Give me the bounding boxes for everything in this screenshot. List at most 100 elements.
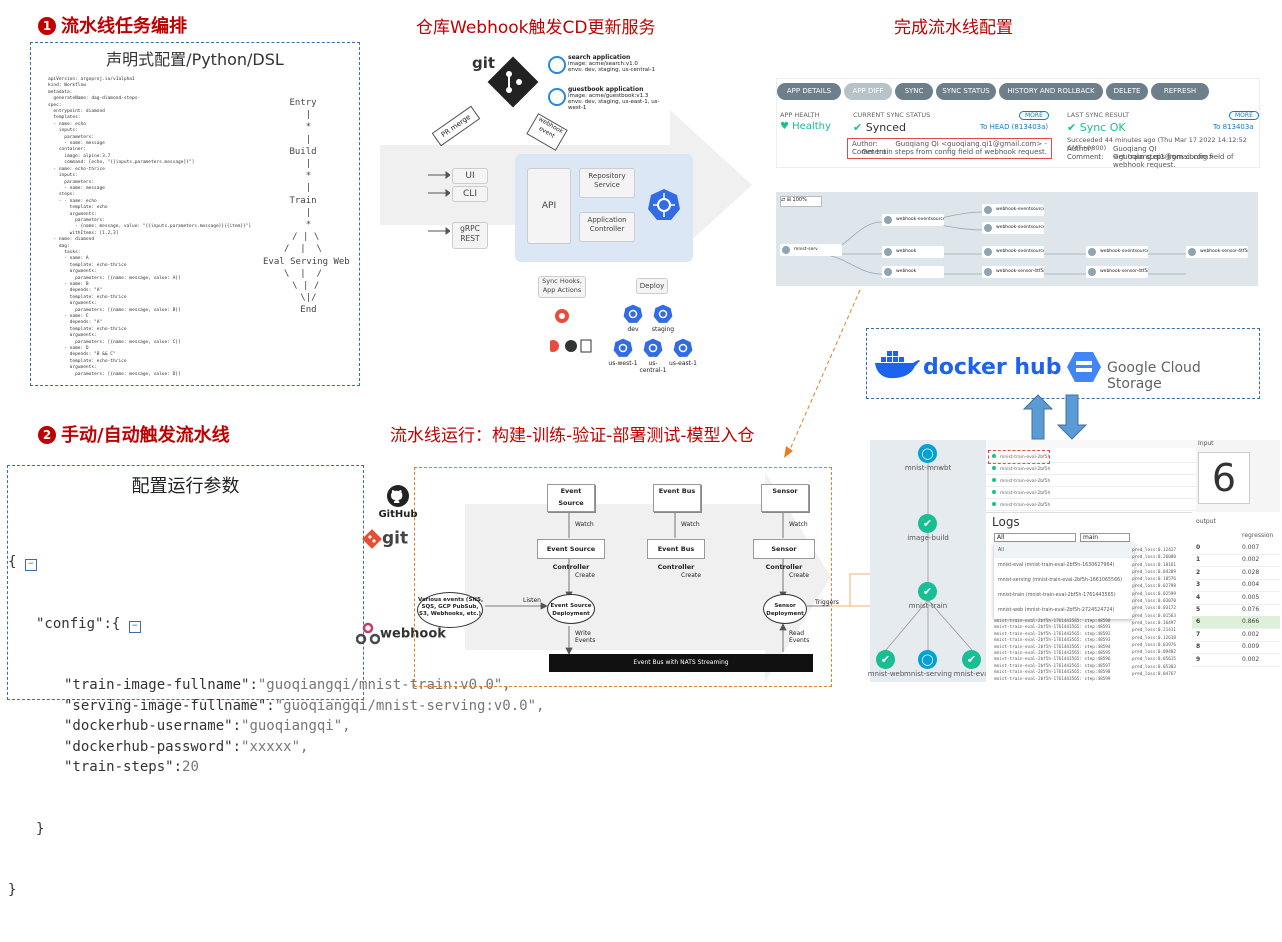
storage-box: docker hub Google Cloud Storage [866,328,1260,399]
workflow-node-mnist-web[interactable]: ✔ [876,650,895,669]
param-value[interactable]: "guoqiangqi/mnist-serving:v0.0", [274,697,545,714]
gcs-label: Google Cloud Storage [1107,360,1201,392]
dag-text: Entry | * | Build | * | Train | * / | \ … [263,98,350,316]
tree-toolbar[interactable]: ⇄ ⊞ 100% [780,196,822,207]
argo-button-app-details[interactable]: APP DETAILS [777,83,841,100]
check-icon: ✔ [922,585,933,598]
logs-title: Logs [992,515,1020,529]
log-option[interactable]: All [994,543,1134,558]
container-filter-select[interactable]: main [1080,533,1130,542]
check-icon: ✔ [880,653,891,666]
workflow-edges [885,460,973,651]
sync-hooks-box: Sync Hooks, App Actions [538,276,586,298]
synced-status: ✔ Synced [853,121,906,134]
pod-filter-select[interactable]: All [994,533,1076,542]
argo-button-sync[interactable]: SYNC [895,83,933,100]
param-entry: "train-steps":20 [64,759,199,775]
workflow-node-mnist-eval[interactable]: ✔ [962,650,981,669]
param-value[interactable]: "xxxxx", [241,738,309,755]
argo-button-refresh[interactable]: REFRESH [1151,83,1209,100]
log-line: mnist-train-eval-2bf5h-1761443565: step:… [994,625,1111,631]
pred-line: pred_loss:0.02599 [1132,591,1176,597]
more-button-2[interactable]: MORE [1229,111,1259,120]
log-option[interactable]: mnist-web (mnist-train-eval-2bf5h-272452… [998,608,1115,613]
tree-node[interactable]: webhook-eventsource [882,214,944,226]
more-button[interactable]: MORE [1019,111,1049,120]
tree-node[interactable]: webhook-sensor-4tf5m-8vbdf6v... [1186,246,1248,258]
log-option[interactable]: mnist-train (mnist-train-eval-2bf5h-1761… [998,593,1116,598]
pred-line: pred_loss:0.18576 [1132,577,1176,583]
argo-button-sync-status[interactable]: SYNC STATUS [936,83,996,100]
param-value[interactable]: 20 [182,759,199,775]
yaml-line: - name: diamond [48,237,95,243]
tree-node[interactable]: webhook [882,246,944,258]
tree-node[interactable]: webhook-eventsource-pxwdw-... [1086,246,1148,258]
tree-node[interactable]: webhook-eventsource-q7h2k [982,222,1044,234]
tree-node[interactable]: mnist-serv [780,244,842,256]
workflow-node-mnist-serving[interactable]: ◯ [918,650,937,669]
collapse-icon[interactable]: − [24,559,37,571]
yaml-line: - name: echo-thrice [48,166,105,172]
sensor-controller: Sensor Controller [753,539,815,571]
yaml-line: - name: A [48,256,89,262]
param-key: "dockerhub-username" [64,718,233,734]
events-bg-arrow [465,472,831,682]
to-head-link[interactable]: To HEAD (813403a) [980,123,1049,131]
tree-node-icon [884,216,892,224]
event-bus-box: Event Bus [653,484,701,512]
kubernetes-icon [613,338,633,357]
table-row[interactable]: mnist-train-eval-2bf5h [986,452,1196,463]
hook-icons [550,309,592,353]
yaml-line: metadata: [48,89,73,95]
health-status: ♥ Healthy [780,121,831,132]
commit-info-highlight: Author: Guoqiang QI <guoqiang.qi1@gmail.… [847,138,1052,159]
table-row[interactable]: mnist-train-eval-2bf5h [986,500,1196,511]
tree-node[interactable]: webhook-eventsource-pxwdw [982,246,1044,258]
table-row[interactable]: mnist-train-eval-2bf5h [986,464,1196,475]
yaml-line: - name: C [48,314,89,320]
pred-line: pred_loss:0.03976 [1132,642,1176,648]
status-dot-icon [992,478,996,482]
collapse-icon[interactable]: − [128,620,141,633]
status-dot-icon [992,466,996,470]
yaml-line: arguments: [48,333,97,339]
param-entry: "train-image-fullname":"guoqiangqi/mnist… [64,677,511,693]
tree-node-icon [984,268,992,276]
tree-node[interactable]: webhook-sensor-4tf5m-8vbdf [1086,266,1148,278]
tree-node[interactable]: webhook-sensor-4tf5m [982,266,1044,278]
argo-button-app-diff[interactable]: APP DIFF [844,83,892,100]
workflow-node-mnist-mnwbt[interactable]: ◯ [918,444,937,463]
table-row[interactable]: mnist-train-eval-2bf5h [986,476,1196,487]
workflow-node-image-build[interactable]: ✔ [918,514,937,533]
table-row[interactable]: mnist-train-eval-2bf5h [986,488,1196,499]
git-diamond-icon [487,56,539,108]
check-icon: ✔ [966,653,977,666]
param-value[interactable]: "guoqiangqi/mnist-train:v0.0", [257,677,511,693]
pred-line: pred_loss:0.04767 [1132,672,1176,678]
tree-node[interactable]: webhook [882,266,944,278]
tree-node-icon [1088,248,1096,256]
param-value[interactable]: "guoqiangqi", [241,718,351,734]
yaml-line: parameters: [{name: message, value: B}] [48,307,181,313]
yaml-line: parameters: [48,179,95,185]
pod-dropdown-menu: All mnist-eval (mnist-train-eval-2bf5h-16… [994,543,1134,619]
pred-line: pred_loss:0.21411 [1132,628,1176,634]
workflow-node-mnist-train[interactable]: ✔ [918,582,937,601]
api-box: API [527,168,571,244]
webhook-cd-title: 仓库Webhook触发CD更新服务 [416,18,656,38]
to-commit-link[interactable]: To 813403a [1213,123,1254,131]
argo-button-history-and-rollback[interactable]: HISTORY AND ROLLBACK [999,83,1103,100]
kubernetes-icon [643,338,663,357]
param-key: "train-image-fullname" [64,677,250,693]
status-dot-icon [992,502,996,506]
log-option[interactable]: mnist-serving (mnist-train-eval-2bf5h-16… [998,578,1123,583]
argo-button-delete[interactable]: DELETE [1106,83,1148,100]
log-option[interactable]: mnist-eval (mnist-train-eval-2bf5h-16306… [998,563,1115,568]
yaml-line: - name: B [48,282,89,287]
yaml-line: inputs: [48,173,78,179]
log-line: mnist-train-eval-2bf5h-1761443565: step:… [994,619,1111,624]
tree-node[interactable]: webhook-eventsource [982,204,1044,216]
